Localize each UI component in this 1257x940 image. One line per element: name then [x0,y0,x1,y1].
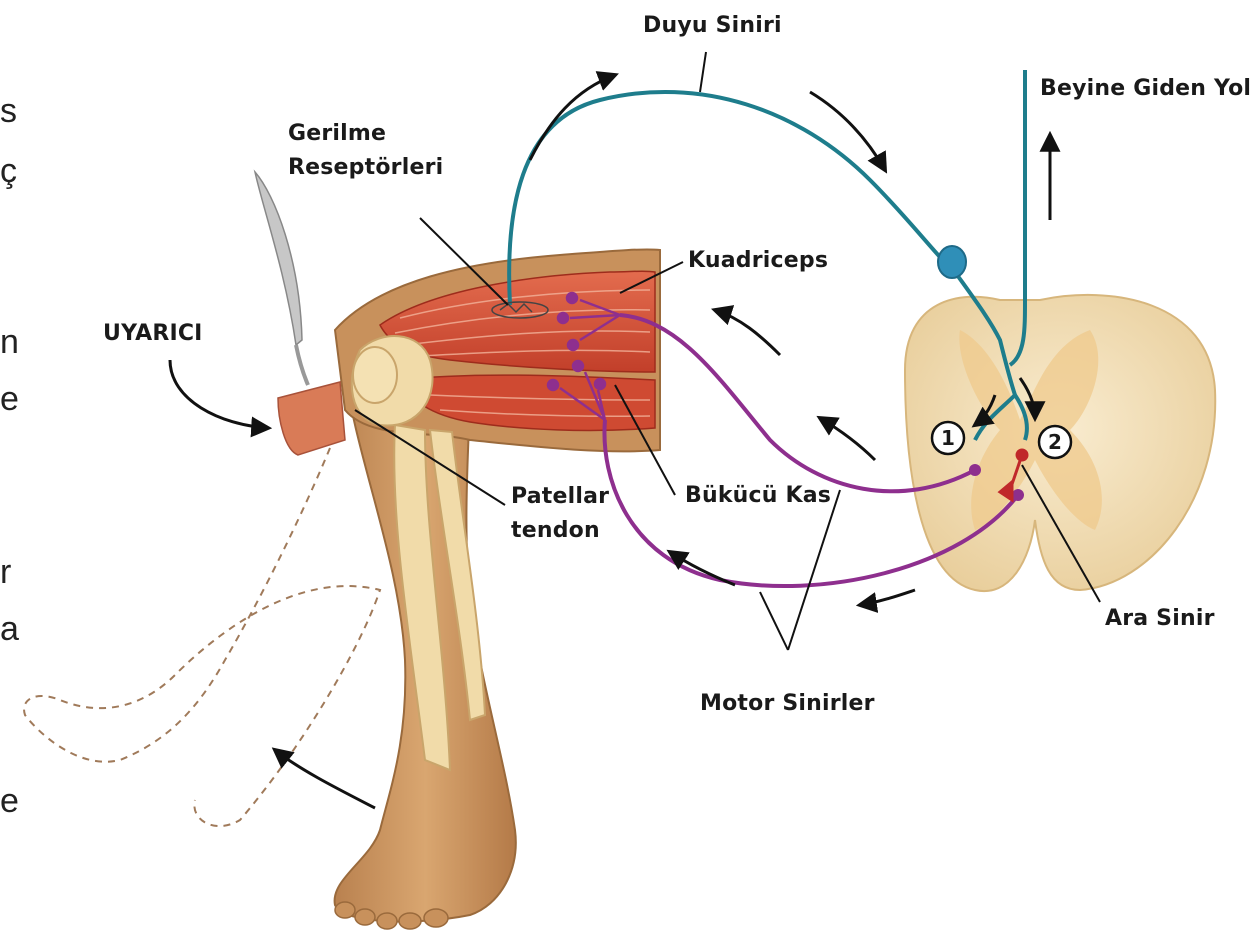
patella [353,347,397,403]
fragment-2: ç [0,152,17,191]
label-synapse-2: 2 [1048,428,1062,457]
fragment-5: r [0,553,11,592]
label-motor-nerves: Motor Sinirler [700,688,875,720]
arrow-sensory-up [530,75,615,160]
arrow-motor-2 [820,418,875,460]
arrow-stimulus [170,360,268,428]
left-edge-fragments: s ç n e r a e [0,0,20,940]
label-flexor-muscle: Bükücü Kas [685,480,831,512]
motor-neuron-2 [1012,489,1024,501]
fragment-4: e [0,380,19,419]
label-quadriceps: Kuadriceps [688,245,828,277]
motor-neuron-1 [969,464,981,476]
label-stretch-receptors: Gerilme Reseptörleri [288,117,463,185]
arrow-motor-1 [715,310,780,355]
dorsal-root-ganglion [938,246,966,278]
fragment-1: s [0,92,17,131]
label-brain-path: Beyine Giden Yol [1040,73,1251,105]
reflex-hammer [255,172,345,455]
arrow-motor-4 [860,590,915,605]
fragment-6: a [0,610,19,649]
arrow-leg-kick [275,750,375,808]
label-stimulus: UYARICI [103,318,203,350]
label-patellar-tendon: Patellar tendon [511,480,611,548]
label-synapse-1: 1 [941,424,955,453]
arrow-motor-3 [670,552,735,585]
fragment-7: e [0,782,19,821]
label-sensory-nerve: Duyu Siniri [643,10,782,42]
fragment-3: n [0,323,19,362]
label-interneuron: Ara Sinir [1105,603,1215,635]
kicked-leg-outline [24,448,380,826]
